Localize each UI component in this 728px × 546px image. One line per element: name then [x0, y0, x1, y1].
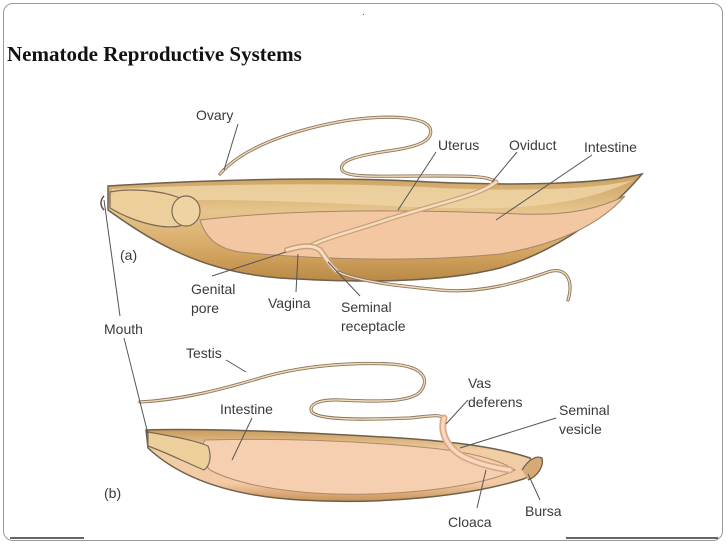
male-testis	[138, 361, 446, 421]
male-leader-lines	[225, 359, 557, 509]
label-cloaca: Cloaca	[448, 514, 492, 530]
female-labels: Ovary Uterus Oviduct Intestine (a) Genit…	[120, 107, 637, 334]
male-labels: Testis Intestine Vas deferens Seminal ve…	[104, 345, 610, 530]
male-pharynx	[147, 431, 211, 471]
label-vas-deferens-line2: deferens	[468, 394, 522, 410]
male-nematode	[138, 361, 544, 503]
label-seminal-vesicle-line2: vesicle	[559, 421, 602, 437]
label-seminal-receptacle-line1: Seminal	[341, 299, 392, 315]
label-testis: Testis	[186, 345, 222, 361]
slide-title: Nematode Reproductive Systems	[7, 42, 302, 66]
panel-label-a: (a)	[120, 247, 137, 263]
male-intestine	[201, 438, 517, 495]
female-nematode	[100, 115, 645, 302]
mouth-leader-lines	[103, 199, 149, 435]
label-oviduct: Oviduct	[509, 137, 557, 153]
slide-frame	[3, 3, 723, 541]
slide-marker: .	[362, 8, 365, 18]
label-seminal-vesicle-line1: Seminal	[559, 402, 610, 418]
label-genital-pore-line1: Genital	[191, 281, 235, 297]
label-mouth: Mouth	[104, 321, 143, 337]
label-genital-pore-line2: pore	[191, 300, 219, 316]
male-bursa	[521, 456, 544, 481]
label-intestine-a: Intestine	[584, 139, 637, 155]
label-ovary: Ovary	[196, 107, 233, 123]
label-bursa: Bursa	[525, 503, 562, 519]
label-uterus: Uterus	[438, 137, 479, 153]
label-vagina: Vagina	[268, 295, 311, 311]
label-intestine-b: Intestine	[220, 401, 273, 417]
label-vas-deferens-line1: Vas	[468, 375, 491, 391]
panel-label-b: (b)	[104, 485, 121, 501]
female-leader-lines	[211, 123, 593, 297]
label-seminal-receptacle-line2: receptacle	[341, 318, 406, 334]
